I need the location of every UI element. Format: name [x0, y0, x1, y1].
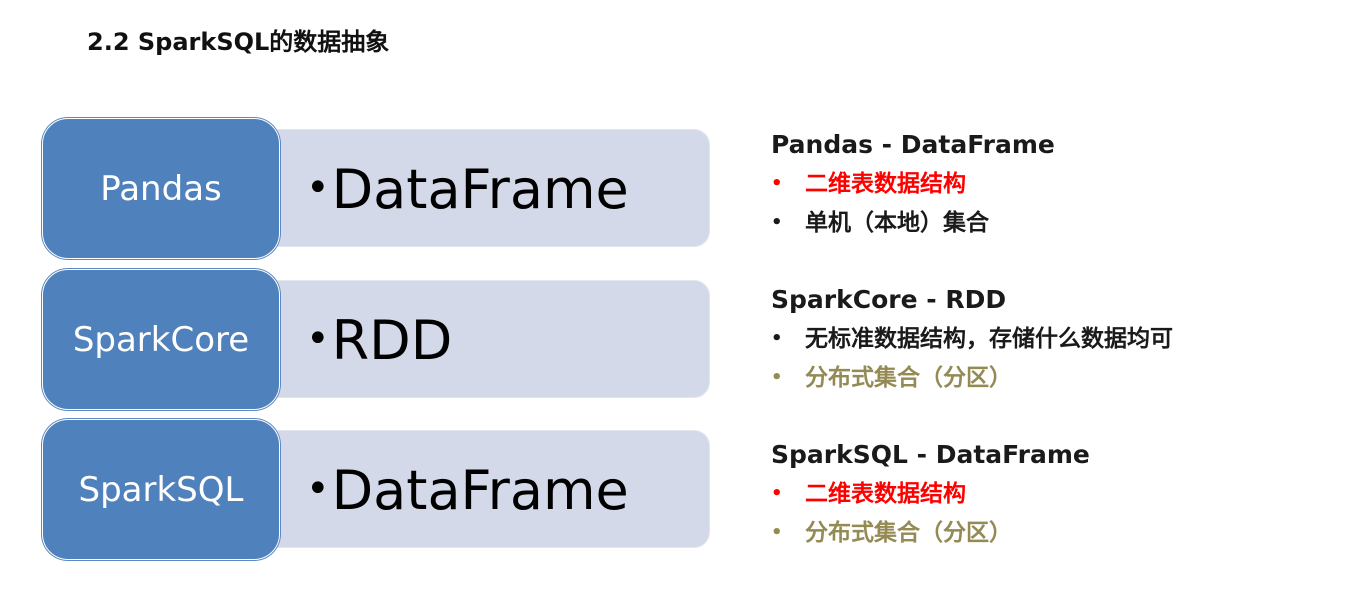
note-item-text: 单机（本地）集合: [805, 210, 989, 236]
note-item-text: 二维表数据结构: [805, 481, 966, 507]
row-label: Pandas: [100, 168, 222, 209]
row-label: SparkSQL: [78, 469, 244, 510]
row-value: •RDD: [306, 269, 452, 410]
note-item-text: 无标准数据结构，存储什么数据均可: [805, 326, 1173, 352]
row-value-bar: [242, 129, 710, 247]
row-value-text: RDD: [331, 309, 453, 372]
note-item-text: 分布式集合（分区）: [805, 520, 1012, 546]
notes-pandas: Pandas - DataFrame • 二维表数据结构 • 单机（本地）集合: [771, 130, 1331, 247]
row-value: •DataFrame: [306, 118, 629, 259]
row-label-box: SparkCore: [42, 269, 280, 410]
bullet-icon: •: [306, 165, 330, 211]
row-value-text: DataFrame: [331, 158, 629, 221]
note-item: • 分布式集合（分区）: [771, 363, 1331, 393]
note-item: • 二维表数据结构: [771, 479, 1331, 509]
note-item-text: 分布式集合（分区）: [805, 365, 1012, 391]
bullet-icon: •: [771, 483, 783, 504]
row-value-text: DataFrame: [331, 459, 629, 522]
row-value-bar: [242, 280, 710, 398]
bullet-icon: •: [306, 466, 330, 512]
notes-sparksql: SparkSQL - DataFrame • 二维表数据结构 • 分布式集合（分…: [771, 440, 1331, 557]
bullet-icon: •: [771, 367, 783, 388]
row-sparksql: •DataFrame SparkSQL: [42, 419, 712, 560]
note-item: • 单机（本地）集合: [771, 208, 1331, 238]
note-heading: SparkSQL - DataFrame: [771, 440, 1090, 469]
page-title: 2.2 SparkSQL的数据抽象: [87, 28, 390, 56]
bullet-icon: •: [771, 328, 783, 349]
bullet-icon: •: [771, 173, 783, 194]
note-item: • 二维表数据结构: [771, 169, 1331, 199]
note-item: • 无标准数据结构，存储什么数据均可: [771, 324, 1331, 354]
row-value: •DataFrame: [306, 419, 629, 560]
row-value-bar: [242, 430, 710, 548]
note-item-text: 二维表数据结构: [805, 171, 966, 197]
row-pandas: •DataFrame Pandas: [42, 118, 712, 259]
note-heading: SparkCore - RDD: [771, 285, 1007, 314]
bullet-icon: •: [771, 212, 783, 233]
note-item: • 分布式集合（分区）: [771, 518, 1331, 548]
row-sparkcore: •RDD SparkCore: [42, 269, 712, 410]
notes-sparkcore: SparkCore - RDD • 无标准数据结构，存储什么数据均可 • 分布式…: [771, 285, 1331, 402]
bullet-icon: •: [306, 316, 330, 362]
row-label-box: Pandas: [42, 118, 280, 259]
note-heading: Pandas - DataFrame: [771, 130, 1055, 159]
bullet-icon: •: [771, 522, 783, 543]
row-label-box: SparkSQL: [42, 419, 280, 560]
row-label: SparkCore: [72, 319, 250, 360]
